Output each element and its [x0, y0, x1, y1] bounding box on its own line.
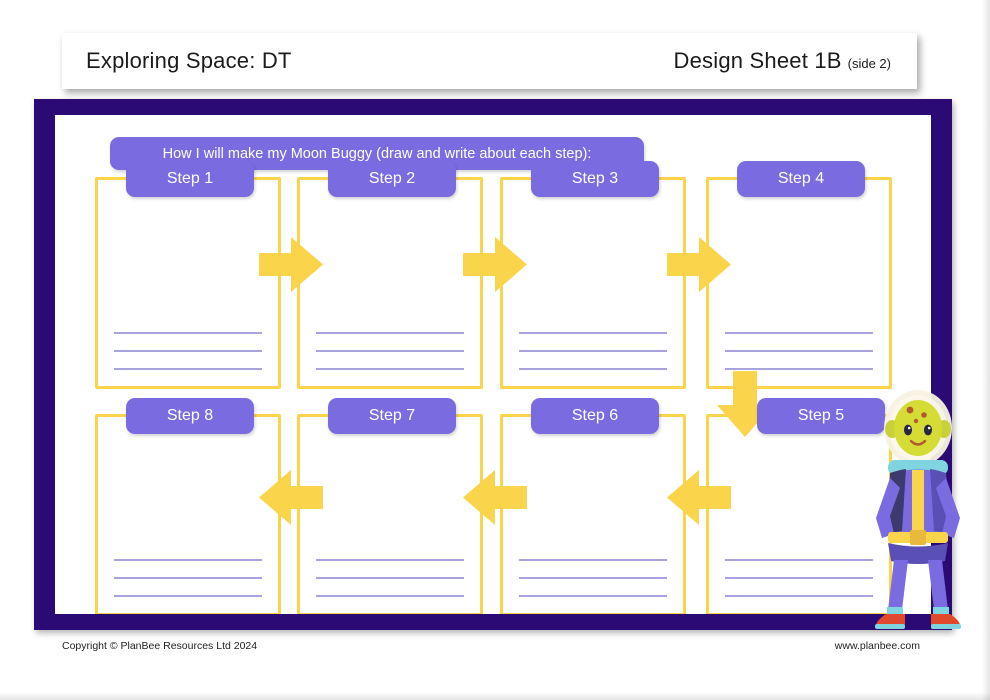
step-cell-4: Step 4 [706, 161, 892, 389]
step-box-4[interactable] [706, 177, 892, 389]
step-write-area-8[interactable] [98, 542, 278, 613]
step-cell-1: Step 1 [95, 161, 281, 389]
writing-line [725, 595, 873, 597]
writing-line [519, 559, 667, 561]
step-box-2[interactable] [297, 177, 483, 389]
step-box-6[interactable] [500, 414, 686, 614]
writing-line [316, 368, 464, 370]
step-draw-area-2[interactable] [300, 180, 480, 318]
page-edge-shadow-bottom [0, 692, 990, 700]
writing-line [519, 368, 667, 370]
step-box-5[interactable] [706, 414, 892, 614]
page-edge-shadow-right [982, 0, 990, 700]
writing-line [114, 368, 262, 370]
step-draw-area-6[interactable] [503, 417, 683, 545]
step-cell-3: Step 3 [500, 161, 686, 389]
writing-line [114, 332, 262, 334]
step-label-7: Step 7 [328, 398, 456, 434]
step-label-5: Step 5 [757, 398, 885, 434]
step-write-area-2[interactable] [300, 315, 480, 386]
arrow-step5-to-step6 [667, 470, 731, 525]
step-draw-area-3[interactable] [503, 180, 683, 318]
step-box-8[interactable] [95, 414, 281, 614]
sheet-header-bar: Exploring Space: DT Design Sheet 1B (sid… [62, 33, 917, 89]
step-cell-5: Step 5 [706, 398, 892, 614]
step-label-8: Step 8 [126, 398, 254, 434]
step-write-area-3[interactable] [503, 315, 683, 386]
writing-line [519, 332, 667, 334]
step-box-7[interactable] [297, 414, 483, 614]
writing-line [114, 595, 262, 597]
step-draw-area-7[interactable] [300, 417, 480, 545]
writing-line [316, 332, 464, 334]
step-label-6: Step 6 [531, 398, 659, 434]
writing-line [316, 595, 464, 597]
worksheet-canvas: How I will make my Moon Buggy (draw and … [55, 115, 931, 614]
step-draw-area-4[interactable] [709, 180, 889, 318]
sheet-side-note: (side 2) [847, 56, 891, 71]
arrow-step3-to-step4 [667, 237, 731, 292]
step-draw-area-5[interactable] [709, 417, 889, 545]
writing-line [725, 350, 873, 352]
arrow-step6-to-step7 [463, 470, 527, 525]
worksheet-frame: How I will make my Moon Buggy (draw and … [34, 99, 952, 630]
writing-line [114, 350, 262, 352]
step-cell-8: Step 8 [95, 398, 281, 614]
step-label-4: Step 4 [737, 161, 865, 197]
step-draw-area-1[interactable] [98, 180, 278, 318]
writing-line [316, 350, 464, 352]
website-link[interactable]: www.planbee.com [834, 640, 920, 652]
footer-bar: Copyright © PlanBee Resources Ltd 2024 w… [62, 636, 920, 656]
writing-line [316, 559, 464, 561]
step-cell-6: Step 6 [500, 398, 686, 614]
step-box-1[interactable] [95, 177, 281, 389]
writing-line [519, 577, 667, 579]
step-write-area-6[interactable] [503, 542, 683, 613]
copyright-text: Copyright © PlanBee Resources Ltd 2024 [62, 640, 258, 652]
step-box-3[interactable] [500, 177, 686, 389]
writing-line [725, 559, 873, 561]
arrow-step2-to-step3 [463, 237, 527, 292]
step-write-area-1[interactable] [98, 315, 278, 386]
sheet-name: Design Sheet 1B [673, 48, 842, 73]
arrow-step1-to-step2 [259, 237, 323, 292]
writing-line [725, 577, 873, 579]
step-label-2: Step 2 [328, 161, 456, 197]
writing-line [725, 368, 873, 370]
step-draw-area-8[interactable] [98, 417, 278, 545]
writing-line [114, 559, 262, 561]
writing-line [519, 350, 667, 352]
step-write-area-7[interactable] [300, 542, 480, 613]
step-label-1: Step 1 [126, 161, 254, 197]
writing-line [519, 595, 667, 597]
step-label-3: Step 3 [531, 161, 659, 197]
step-write-area-5[interactable] [709, 542, 889, 613]
step-cell-7: Step 7 [297, 398, 483, 614]
writing-line [316, 577, 464, 579]
page-title: Exploring Space: DT [86, 48, 292, 73]
writing-line [725, 332, 873, 334]
arrow-step7-to-step8 [259, 470, 323, 525]
writing-line [114, 577, 262, 579]
sheet-identifier: Design Sheet 1B (side 2) [674, 48, 891, 74]
step-cell-2: Step 2 [297, 161, 483, 389]
